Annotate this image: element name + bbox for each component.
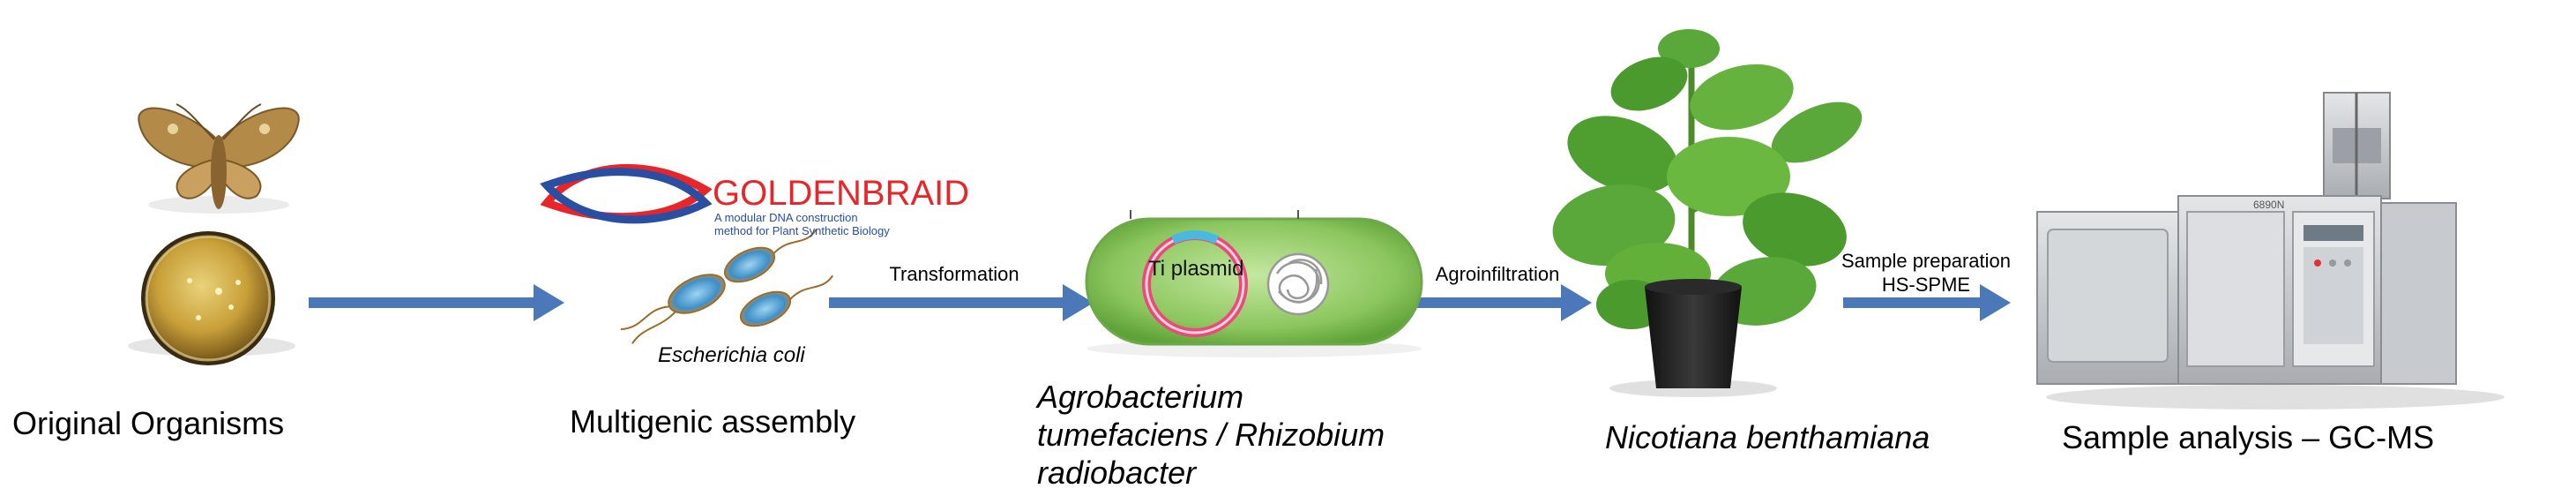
petri-dish-icon [128, 231, 295, 365]
arrow-sample-prep [1843, 284, 2011, 321]
arrow-agroinfiltration [1415, 284, 1592, 321]
label-escherichia-coli: Escherichia coli [658, 343, 805, 367]
plant-icon [1552, 29, 1863, 397]
label-agroinfiltration: Agroinfiltration [1436, 263, 1560, 285]
label-ti-plasmid: Ti plasmid [1148, 257, 1243, 281]
ti-plasmid-icon [1142, 230, 1248, 337]
label-sample-analysis: Sample analysis – GC-MS [2062, 419, 2434, 455]
label-agrobacterium-line2: tumefaciens / Rhizobium [1037, 417, 1385, 453]
goldenbraid-subtitle-line1: A modular DNA construction [714, 211, 858, 224]
arrow-1 [309, 284, 564, 321]
chromosome-icon [1266, 252, 1330, 316]
label-hs-spme: HS-SPME [1882, 274, 1970, 296]
ecoli-icon [620, 229, 834, 344]
label-agrobacterium-line1: Agrobacterium [1035, 379, 1243, 415]
arrow-transformation [829, 284, 1094, 321]
goldenbraid-title: GOLDENBRAID [713, 174, 969, 213]
label-original-organisms: Original Organisms [12, 405, 284, 441]
goldenbraid-subtitle-line2: method for Plant Synthetic Biology [714, 224, 890, 237]
gc-ms-instrument-icon: 6890N [2036, 92, 2505, 410]
label-transformation: Transformation [889, 263, 1019, 285]
agrobacterium-cell-icon [1085, 210, 1423, 357]
label-nicotiana: Nicotiana benthamiana [1605, 419, 1930, 455]
instrument-brand: 6890N [2253, 199, 2284, 211]
label-sample-preparation: Sample preparation [1841, 250, 2011, 272]
goldenbraid-logo-icon [540, 163, 713, 224]
label-multigenic-assembly: Multigenic assembly [570, 403, 855, 440]
label-agrobacterium-line3: radiobacter [1037, 455, 1198, 491]
moth-icon [138, 103, 300, 214]
